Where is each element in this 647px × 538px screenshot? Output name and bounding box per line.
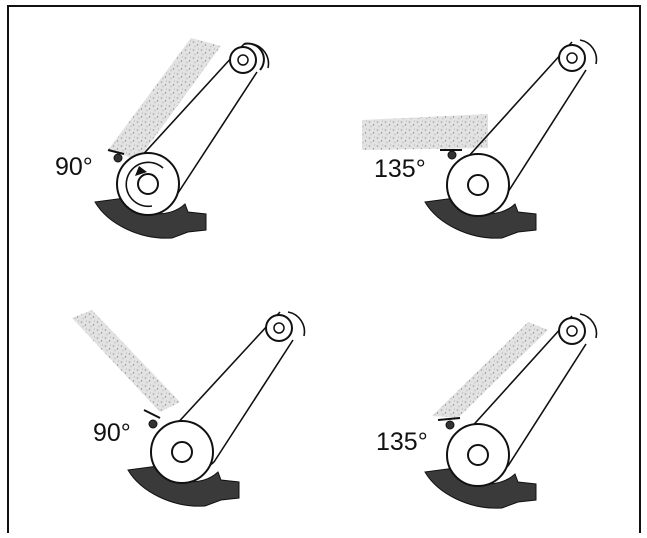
- angle-label-bottom-right: 135°: [376, 428, 428, 456]
- platen-clamp: [107, 149, 125, 163]
- idler-pulley: [229, 46, 257, 74]
- idler-pulley: [558, 44, 586, 72]
- idler-pulley: [265, 314, 293, 342]
- idler-pulley: [558, 317, 586, 345]
- platen-clamp: [437, 417, 461, 430]
- panel-top-right: 135°: [362, 39, 598, 239]
- rotation-arrow: [125, 161, 164, 208]
- platen-clamp: [143, 409, 161, 429]
- panel-bottom-left: 90°: [72, 310, 306, 507]
- drive-drum: [446, 153, 510, 217]
- workpiece: [72, 310, 180, 412]
- drive-drum: [150, 420, 214, 484]
- angle-label-bottom-left: 90°: [93, 419, 131, 447]
- panel-top-left: 90°: [55, 38, 270, 239]
- workpiece: [432, 322, 548, 418]
- frame-border: [7, 5, 641, 533]
- panel-bottom-right: 135°: [376, 313, 598, 509]
- workpiece: [362, 114, 488, 150]
- drive-drum: [446, 423, 510, 487]
- angle-label-top-left: 90°: [55, 153, 93, 181]
- angle-label-top-right: 135°: [374, 155, 426, 183]
- workpiece: [108, 38, 221, 160]
- platen-clamp: [440, 149, 462, 160]
